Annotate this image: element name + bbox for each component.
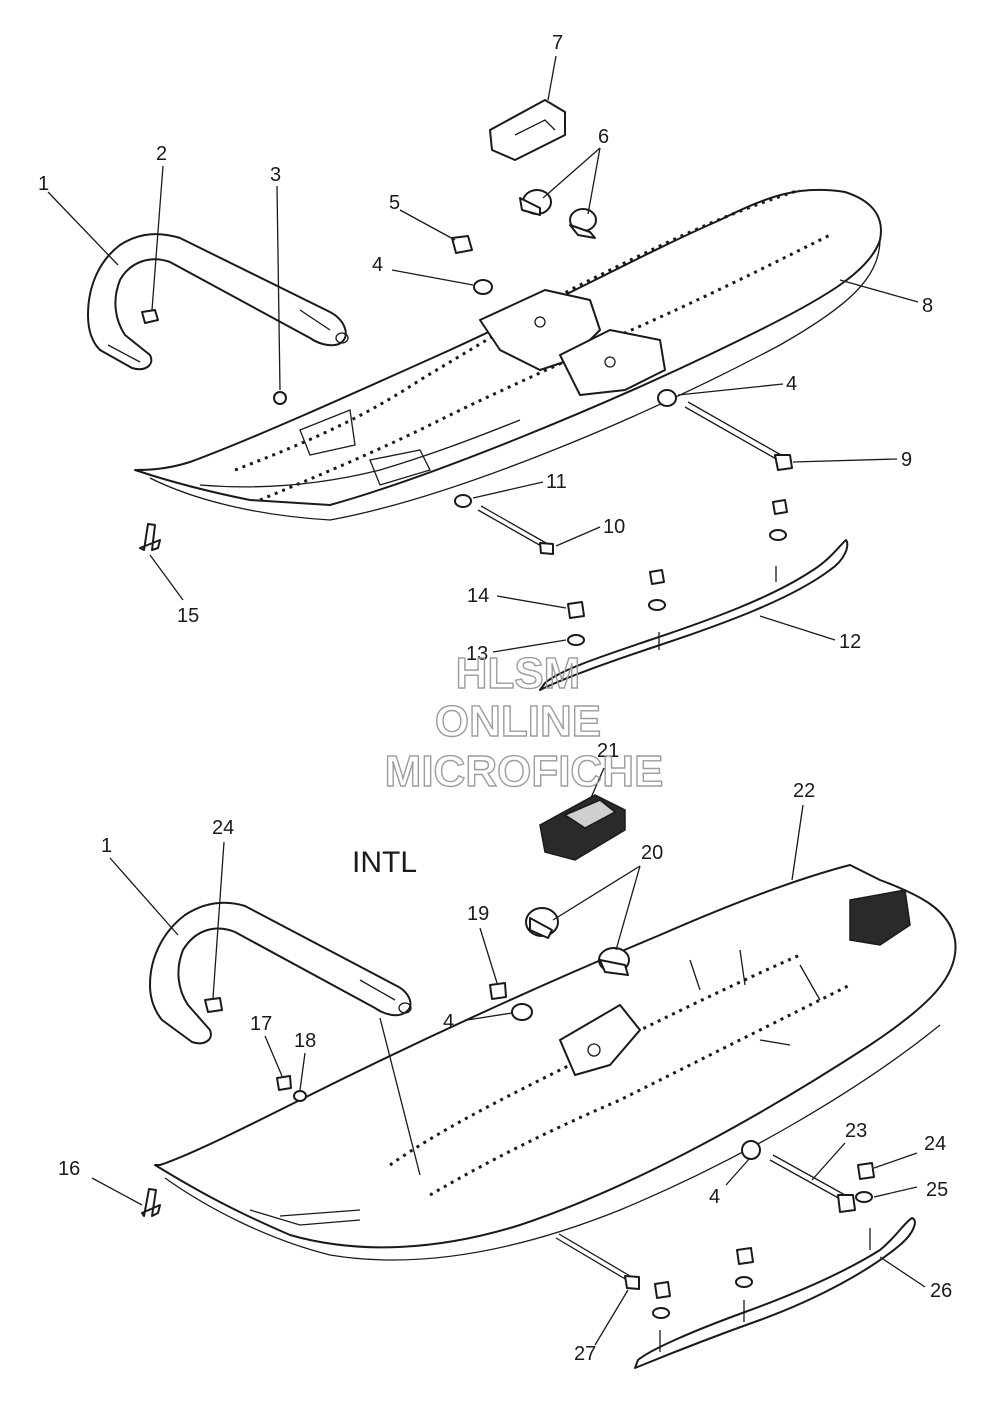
- callout-4-top-b: 4: [786, 373, 797, 395]
- wear-block-7: [489, 99, 566, 161]
- wear-block-21: [539, 794, 626, 861]
- watermark-line-1: HLSM: [456, 649, 581, 698]
- callout-25: 25: [926, 1179, 948, 1201]
- bolt-9: [684, 401, 793, 471]
- runner-nut-a: [649, 569, 665, 585]
- bushings-6: [519, 189, 597, 239]
- handle-nut: [141, 309, 159, 324]
- nut-5: [451, 235, 473, 254]
- callout-22: 22: [793, 780, 815, 802]
- callout-13: 13: [466, 643, 488, 665]
- callout-20: 20: [641, 842, 663, 864]
- callout-21: 21: [597, 740, 619, 762]
- runner-26: [634, 1217, 916, 1369]
- callout-4-bottom-a: 4: [443, 1011, 454, 1033]
- callout-19: 19: [467, 903, 489, 925]
- bolt-27: [555, 1233, 640, 1290]
- callout-27: 27: [574, 1343, 596, 1365]
- nut-14: [567, 601, 585, 619]
- ski-body-intl: [154, 864, 957, 1261]
- washer-4d: [741, 1140, 761, 1160]
- nut-3: [273, 391, 287, 405]
- leader-lines: [47, 55, 926, 1346]
- callout-11: 11: [546, 471, 567, 493]
- watermark-line-2: ONLINE: [435, 697, 601, 746]
- runner-nut-b: [772, 499, 788, 515]
- callouts: 1 2 3 4 5 6 7 4 8 4 9 11 10 15 14 13 12 …: [38, 32, 952, 1365]
- washer-18: [293, 1090, 307, 1102]
- nut-17: [276, 1075, 292, 1091]
- nut-19: [489, 982, 507, 1000]
- callout-8: 8: [922, 295, 933, 317]
- callout-24-b: 24: [924, 1133, 946, 1155]
- callout-3: 3: [270, 164, 281, 186]
- callout-9: 9: [901, 449, 912, 471]
- handle-nut-intl: [204, 997, 223, 1013]
- washer-13: [567, 634, 585, 646]
- nut-24: [857, 1162, 875, 1180]
- callout-18: 18: [294, 1030, 316, 1052]
- callout-12: 12: [839, 631, 861, 653]
- bolt-10: [477, 505, 554, 555]
- callout-5: 5: [389, 192, 400, 214]
- washer-4b: [657, 389, 677, 407]
- ski-handle: [87, 233, 349, 371]
- ski-handle-intl: [149, 901, 412, 1045]
- callout-2: 2: [156, 143, 167, 165]
- washer-4a: [473, 279, 493, 295]
- callout-24-a: 24: [212, 817, 234, 839]
- bottom-assembly: [141, 794, 957, 1369]
- washer-11: [454, 494, 472, 508]
- callout-1-bottom: 1: [101, 835, 112, 857]
- watermark-line-3: MICROFICHE: [385, 747, 664, 796]
- callout-10: 10: [603, 516, 625, 538]
- region-label-intl: INTL: [352, 846, 417, 879]
- top-assembly: [87, 99, 882, 691]
- callout-6: 6: [598, 126, 609, 148]
- ski-body: [134, 188, 882, 521]
- callout-26: 26: [930, 1280, 952, 1302]
- watermark: HLSM ONLINE MICROFICHE: [384, 648, 664, 796]
- rivet-15: [139, 523, 161, 551]
- callout-1-top: 1: [38, 173, 49, 195]
- callout-14: 14: [467, 585, 489, 607]
- bolt-23: [769, 1154, 856, 1213]
- bushings-20: [525, 907, 630, 976]
- rivet-16: [141, 1188, 161, 1217]
- callout-23: 23: [845, 1120, 867, 1142]
- callout-4-bottom-b: 4: [709, 1186, 720, 1208]
- washer-4c: [511, 1003, 533, 1021]
- callout-4-top-a: 4: [372, 254, 383, 276]
- washer-25: [855, 1191, 873, 1203]
- callout-15: 15: [177, 605, 199, 627]
- callout-17: 17: [250, 1013, 272, 1035]
- callout-16: 16: [58, 1158, 80, 1180]
- runner-12: [539, 499, 849, 691]
- callout-7: 7: [552, 32, 563, 54]
